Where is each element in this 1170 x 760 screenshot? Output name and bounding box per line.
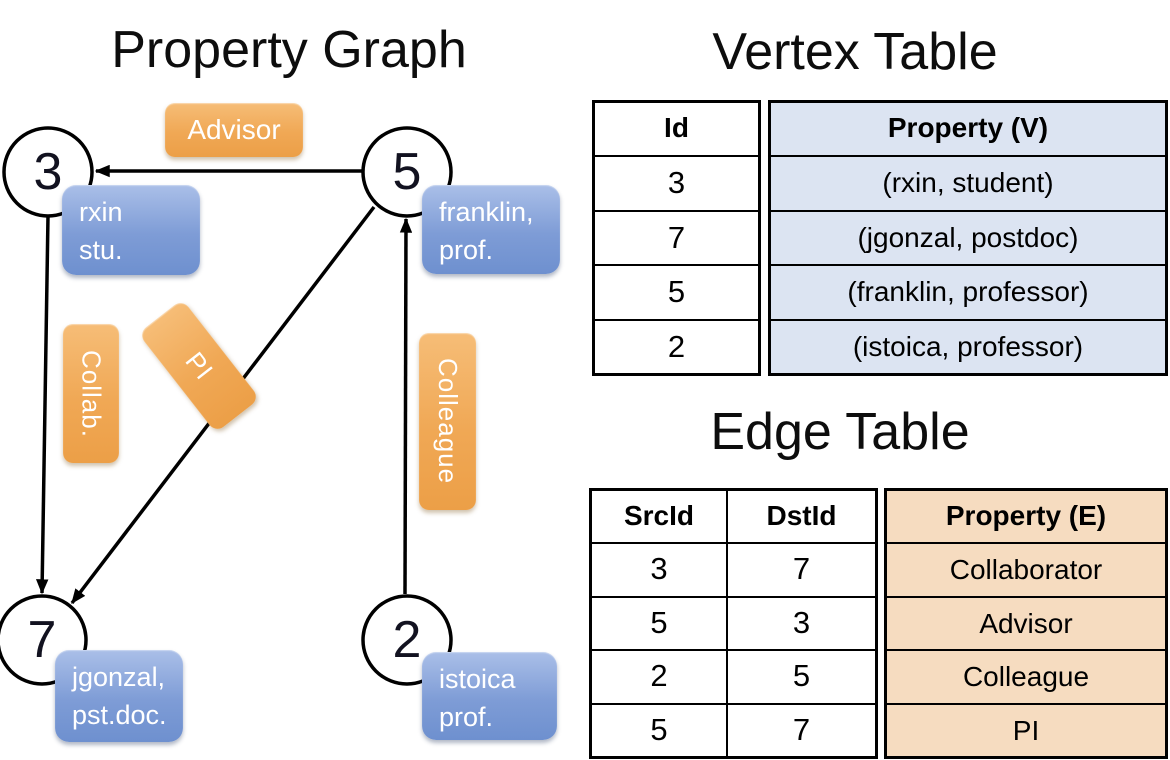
table-cell: 5 (650, 604, 668, 640)
vertex-table-title: Vertex Table (712, 23, 998, 81)
vertex-property-box-2: istoica prof. (422, 652, 557, 740)
vertex-property-line1: franklin, (439, 197, 534, 227)
vertex-property-line1: jgonzal, (72, 662, 166, 692)
property-graph-title: Property Graph (111, 21, 467, 79)
table-cell: Colleague (887, 649, 1165, 703)
edge-2-to-5-arrow (399, 217, 413, 595)
vertex-id-2: 2 (392, 611, 422, 669)
table-cell: Advisor (887, 595, 1165, 650)
table-cell: 7 (595, 209, 758, 265)
edge-table: SrcId DstId 3 7 5 3 2 5 5 7 Property (E)… (589, 488, 1168, 759)
table-cell: (rxin, student) (771, 155, 1165, 210)
table-cell: Collaborator (887, 542, 1165, 596)
table-cell: (jgonzal, postdoc) (771, 209, 1165, 265)
edge-label-pi-text: PI (179, 345, 220, 386)
edge-label-advisor: Advisor (165, 103, 303, 157)
vertex-id-7: 7 (27, 611, 57, 669)
table-cell: 5 (650, 711, 668, 747)
table-cell: 3 (650, 551, 668, 586)
table-cell: (franklin, professor) (771, 264, 1165, 319)
edge-table-id-columns: SrcId DstId 3 7 5 3 2 5 5 7 (589, 488, 878, 759)
vertex-table-property-column: Property (V) (rxin, student) (jgonzal, p… (768, 100, 1168, 376)
vertex-property-line1: rxin (79, 197, 123, 227)
table-cell: 3 (726, 597, 875, 649)
edge-table-srcid-header: SrcId (623, 500, 695, 531)
table-cell: 5 (726, 651, 875, 703)
table-row: SrcId DstId (592, 491, 875, 542)
table-cell: 7 (726, 544, 875, 596)
vertex-table-property-header: Property (V) (887, 112, 1049, 143)
edge-table-dstid-header: DstId (726, 491, 875, 542)
vertex-property-line2: prof. (439, 234, 494, 265)
vertex-property-line1: istoica (439, 664, 516, 694)
table-cell: 2 (595, 318, 758, 374)
edge-label-collab-text: Collab. (76, 349, 107, 438)
table-cell: (istoica, professor) (771, 318, 1165, 374)
table-cell: 2 (650, 658, 668, 693)
edge-label-collab: Collab. (63, 324, 119, 463)
edge-table-title: Edge Table (710, 403, 970, 461)
table-row: 5 3 (592, 595, 875, 649)
table-cell: 7 (726, 704, 875, 756)
vertex-table-id-header: Id (664, 112, 689, 143)
edge-label-colleague-text: Colleague (433, 358, 463, 485)
table-cell: PI (887, 702, 1165, 757)
edge-3-to-7-arrow (35, 215, 50, 595)
edge-table-property-header: Property (E) (945, 500, 1107, 531)
vertex-property-line2: stu. (79, 234, 123, 265)
vertex-property-line2: pst.doc. (72, 699, 167, 730)
vertex-property-box-7: jgonzal, pst.doc. (55, 650, 183, 742)
vertex-id-3: 3 (33, 143, 63, 201)
edge-table-property-column: Property (E) Collaborator Advisor Collea… (884, 488, 1168, 759)
edge-label-colleague: Colleague (419, 333, 476, 510)
table-cell: 3 (595, 155, 758, 210)
vertex-id-5: 5 (392, 143, 422, 201)
table-row: 2 5 (592, 649, 875, 703)
vertex-property-box-3: rxin stu. (62, 185, 200, 275)
vertex-table: Id 3 7 5 2 Property (V) (rxin, student) … (592, 100, 1168, 376)
table-row: 5 7 (592, 702, 875, 756)
table-row: 3 7 (592, 542, 875, 596)
edge-label-advisor-text: Advisor (187, 114, 281, 145)
vertex-property-line2: prof. (439, 701, 494, 732)
table-cell: 5 (595, 264, 758, 319)
vertex-table-id-column: Id 3 7 5 2 (592, 100, 761, 376)
vertex-property-box-5: franklin, prof. (422, 185, 560, 274)
